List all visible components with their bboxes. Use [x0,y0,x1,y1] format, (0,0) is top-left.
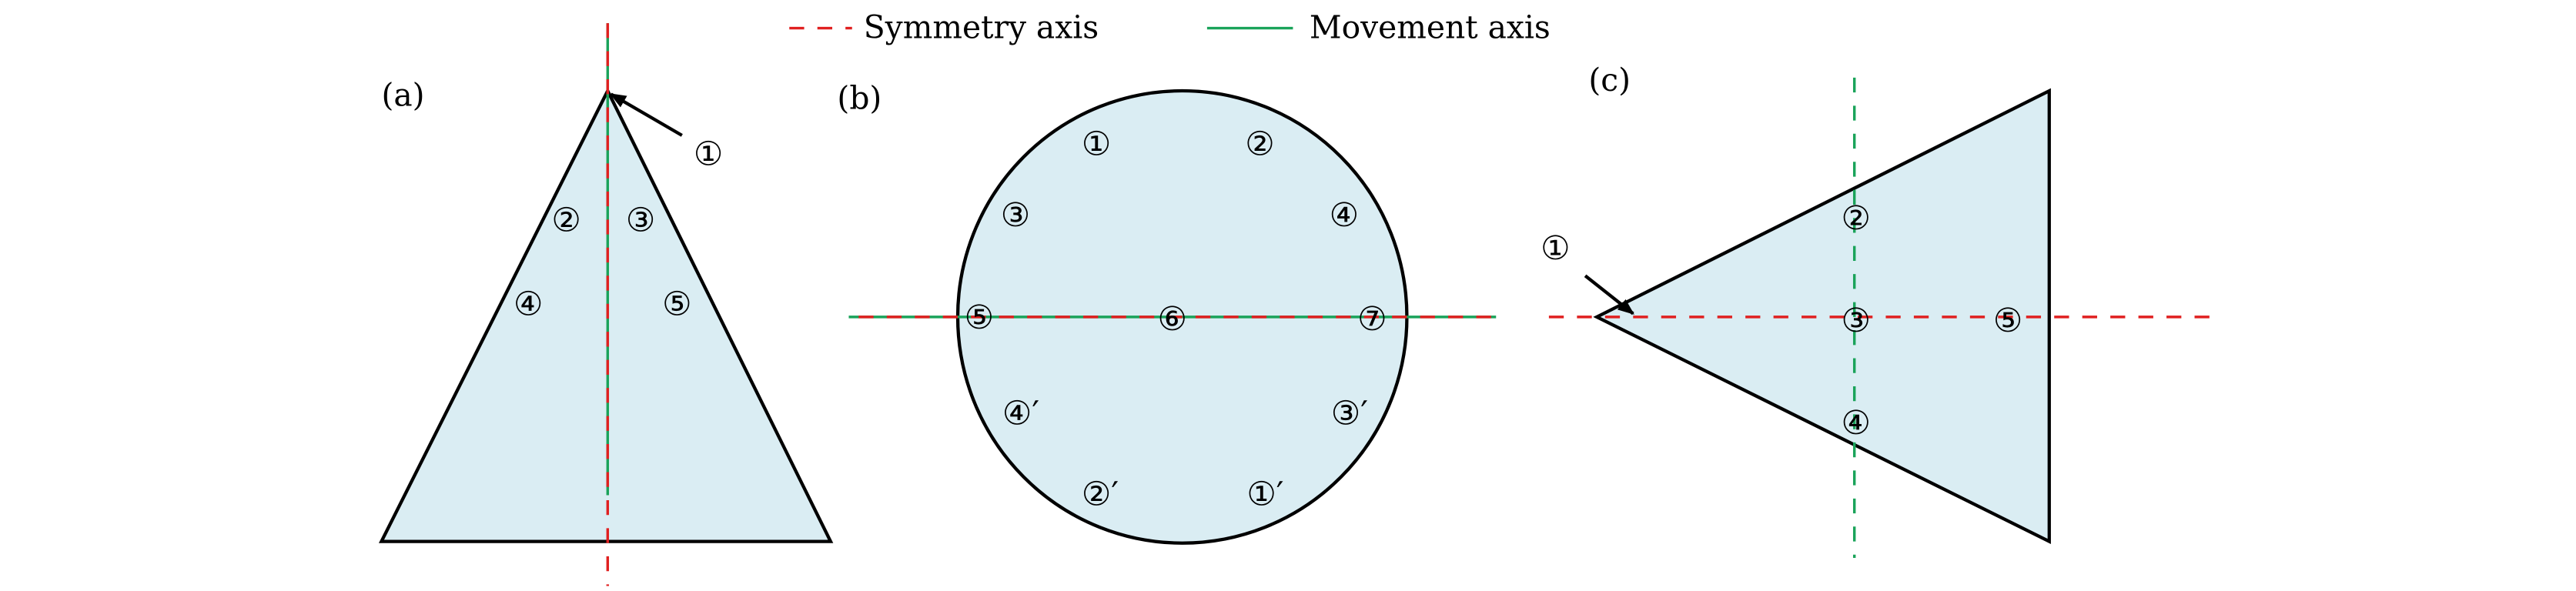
marker: ② [1842,199,1871,238]
marker: ⑤ [965,299,994,337]
triangle-shape [378,87,834,543]
marker: ④ [514,285,543,324]
panel-b: (b) ① ② ③ ④ ⑤ ⑥ ⑦ ④′ ③′ ②′ ①′ [837,80,1497,545]
marker: ② [1245,125,1274,164]
marker: ⑤ [662,285,691,324]
marker: ④ [1842,404,1871,442]
legend-symmetry-label: Symmetry axis [864,8,1099,45]
panel-c-label: (c) [1588,62,1631,98]
marker: ⑥ [1158,300,1187,339]
panel-a-label: (a) [381,76,424,113]
marker: ③ [1001,196,1030,235]
panel-c: (c) ① ② ③ ④ ⑤ [1541,62,2213,559]
marker: ③ [1842,302,1871,340]
marker: ②′ [1082,475,1119,513]
marker: ③ [626,201,655,239]
marker: ② [551,201,580,239]
marker: ① [1541,229,1570,268]
marker: ① [694,135,723,174]
arrow-icon [609,92,683,137]
marker: ⑤ [1993,302,2022,340]
arrow-icon [1584,274,1634,316]
marker: ③′ [1331,394,1368,432]
marker: ⑦ [1357,300,1387,339]
marker: ④′ [1002,394,1039,432]
legend: Symmetry axis Movement axis [789,8,1551,45]
marker: ①′ [1246,475,1283,513]
marker: ① [1082,125,1111,164]
legend-movement-label: Movement axis [1310,8,1551,45]
panel-b-label: (b) [837,80,882,117]
marker: ④ [1330,196,1359,235]
panel-a: (a) ① ② ③ ④ ⑤ [378,23,834,586]
triangle-shape [1593,88,2051,545]
